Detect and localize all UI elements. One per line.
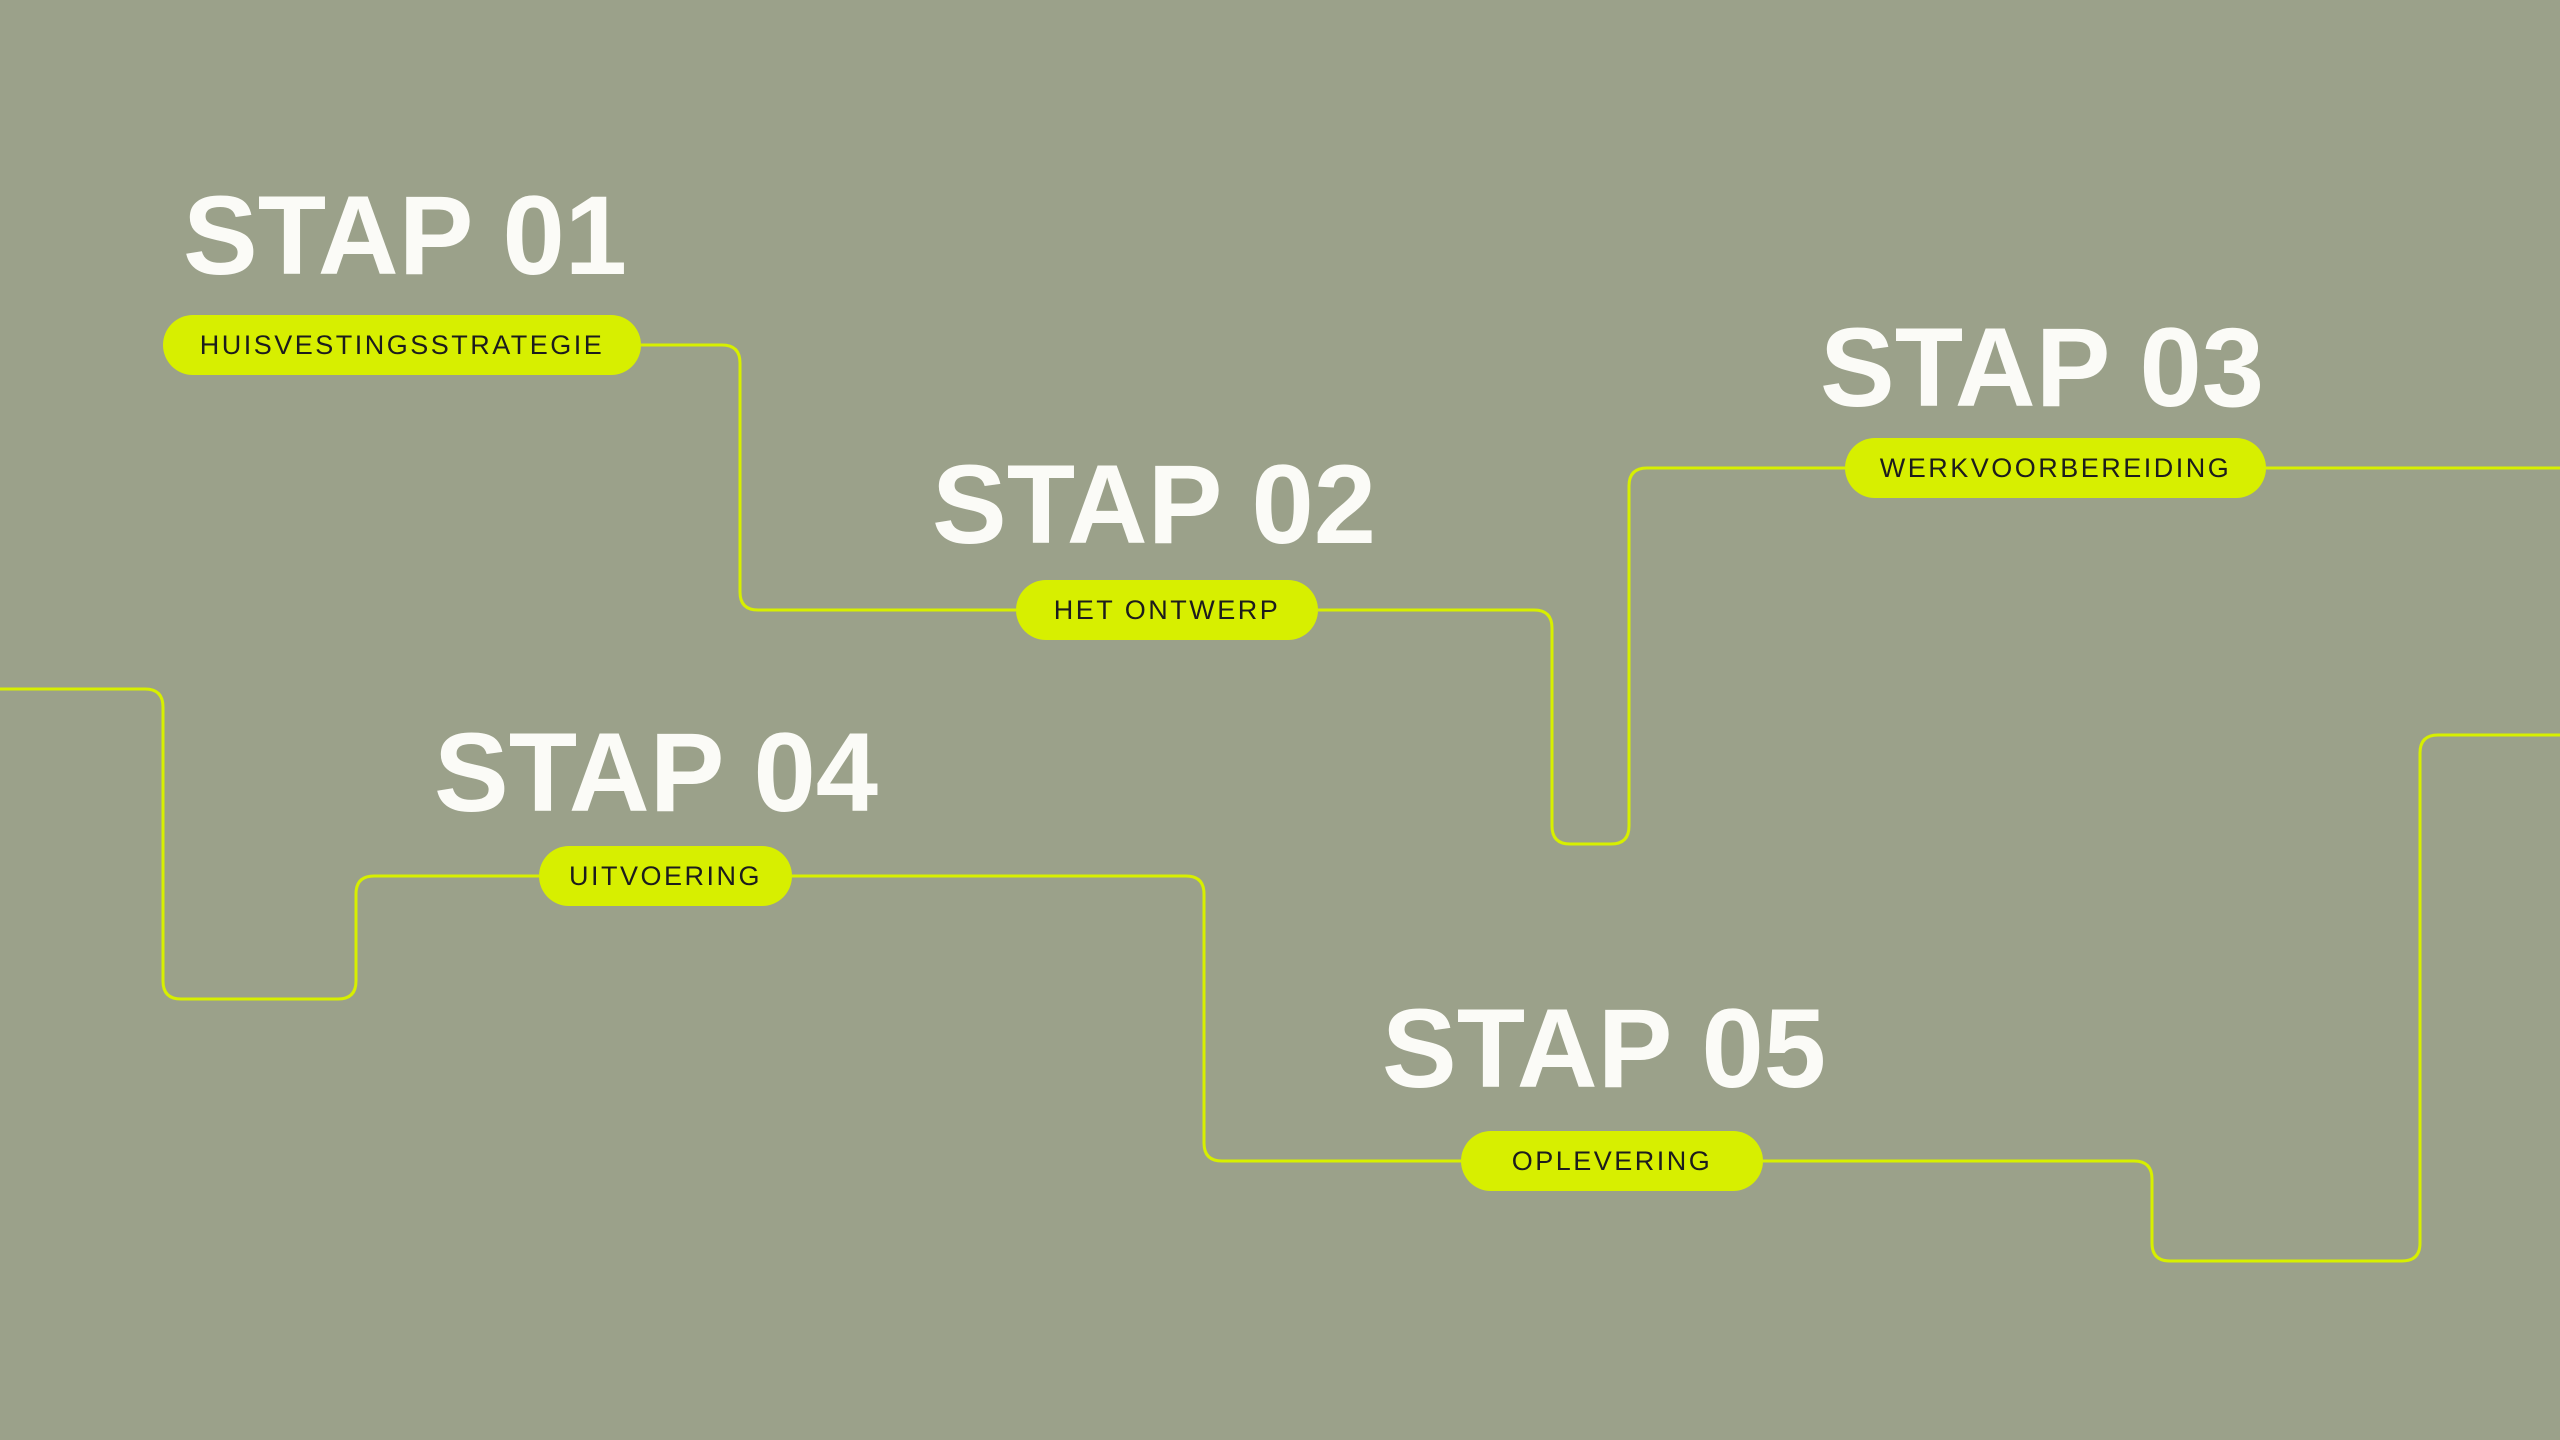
step-5-title: STAP 05 [1382,986,1827,1111]
step-5-label-pill: OPLEVERING [1461,1131,1763,1191]
connector-path-step4-to-step5 [792,874,1461,1163]
step-3-label-pill: WERKVOORBEREIDING [1845,438,2266,498]
step-4-title: STAP 04 [434,710,879,835]
connector-path-step5-exit-right [1763,733,2560,1263]
connector-path-left-entry-to-step4 [0,687,539,1001]
step-1-label-pill: HUISVESTINGSSTRATEGIE [163,315,641,375]
connector-path-step1-to-step2 [641,343,1016,612]
step-1-title: STAP 01 [183,173,628,298]
step-3-title: STAP 03 [1820,305,2265,430]
step-4-label-pill: UITVOERING [539,846,792,906]
step-2-label-pill: HET ONTWERP [1016,580,1318,640]
step-2-title: STAP 02 [932,442,1377,567]
connector-path-step2-to-step3 [1318,466,1845,846]
